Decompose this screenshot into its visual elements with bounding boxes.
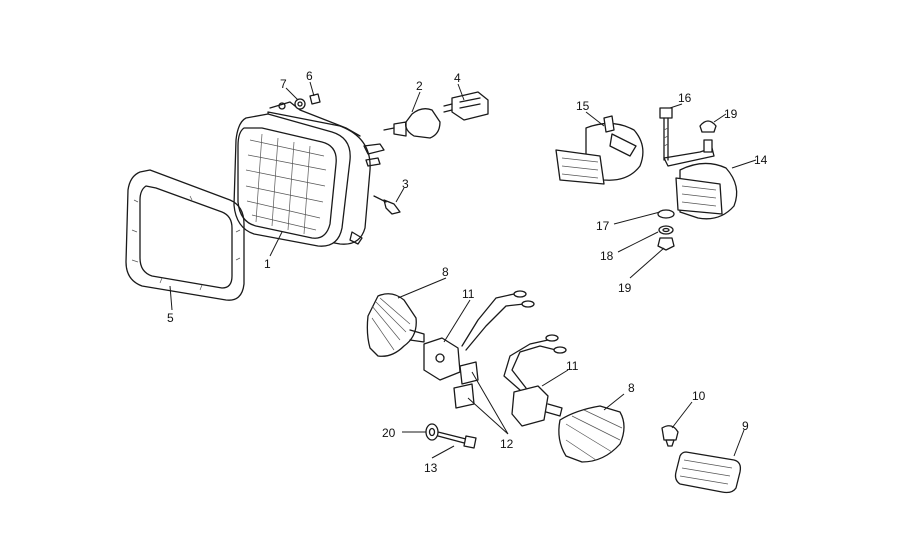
turn-signal-8-left [366,293,425,357]
callout-11-left: 11 [462,287,475,301]
callout-2: 2 [416,79,423,93]
callout-16: 16 [678,91,692,105]
nut-19-bottom [657,237,675,251]
screw-13 [437,431,477,449]
callout-10: 10 [692,389,706,403]
washer-17 [657,209,675,219]
bracket-11-left [423,337,461,381]
callout-9: 9 [742,419,749,433]
callout-1: 1 [264,257,271,271]
callout-11-right: 11 [566,359,579,373]
callout-12: 12 [500,437,514,451]
callout-18: 18 [600,249,614,263]
nut-7 [294,98,306,110]
wires-left [461,290,535,351]
washer-18 [658,225,674,235]
leader-lines [169,81,757,459]
bracket-11-right [511,385,563,427]
spacer-12-a [459,361,479,385]
bulb-2 [383,108,441,139]
callout-3: 3 [402,177,409,191]
callout-8-right: 8 [628,381,635,395]
nut-19-top [699,120,717,133]
callout-8-left: 8 [442,265,449,279]
callout-13: 13 [424,461,438,475]
headlamp-unit [233,101,385,247]
callout-14: 14 [754,153,768,167]
washer-20 [425,423,439,441]
screw-6 [309,93,321,105]
spacer-12-b [453,383,475,409]
callout-7: 7 [280,77,287,91]
callout-4: 4 [454,71,461,85]
bolt-16 [659,107,673,161]
screw-3 [373,195,401,215]
callout-17: 17 [596,219,610,233]
socket-4 [443,91,489,121]
gasket-ring [125,169,245,301]
horn-14 [663,139,738,220]
horn-15 [555,115,644,185]
wires-right [503,334,567,391]
callout-19-top: 19 [724,107,738,121]
callout-15: 15 [576,99,590,113]
callout-19-bottom: 19 [618,281,632,295]
callout-6: 6 [306,69,313,83]
callout-5: 5 [167,311,174,325]
turn-signal-8-right [558,405,625,463]
bulb-10 [661,425,679,447]
callout-20: 20 [382,426,396,440]
reflector-9 [674,451,742,494]
